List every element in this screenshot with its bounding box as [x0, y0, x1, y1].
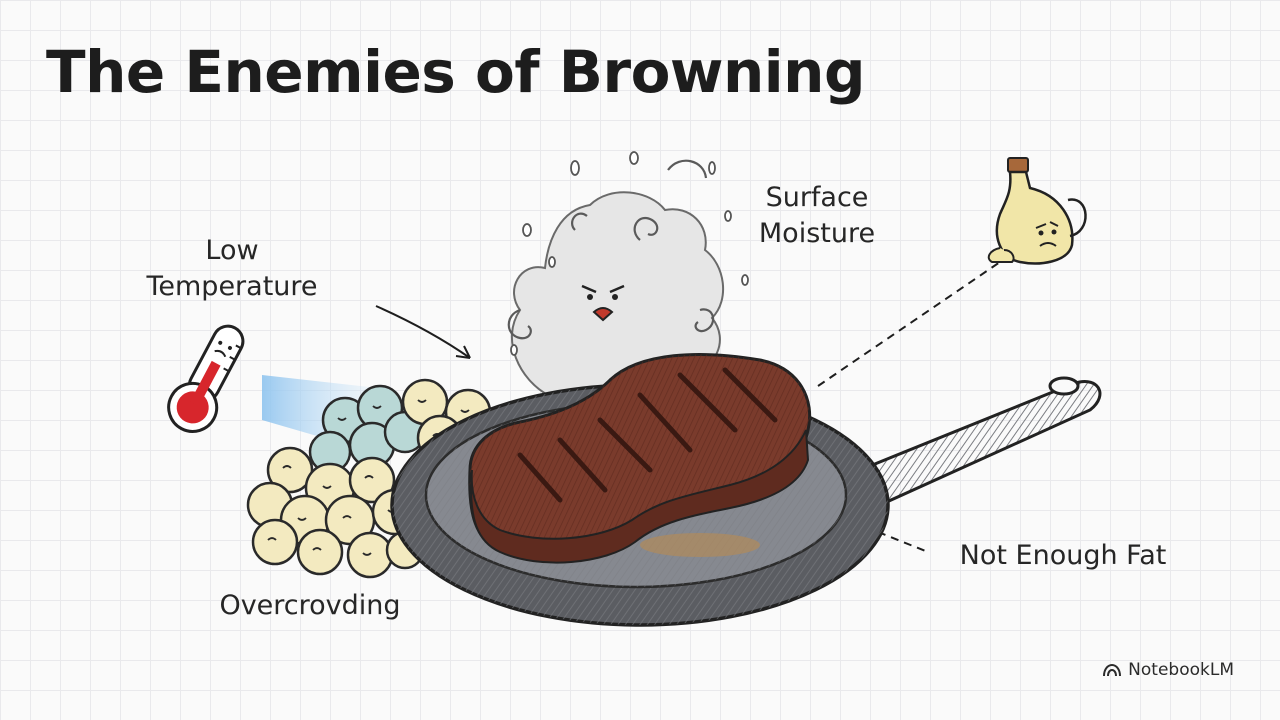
label-surface-moisture: Surface Moisture	[742, 180, 892, 252]
label-surface-moisture-line2: Moisture	[758, 218, 876, 249]
brand-watermark: NotebookLM	[1102, 660, 1234, 680]
thermometer-illustration	[167, 324, 245, 433]
oil-bottle-illustration	[987, 157, 1087, 265]
label-not-enough-fat: Not Enough Fat	[959, 540, 1167, 571]
slide-title: The Enemies of Browning	[46, 38, 866, 106]
fat-leader-line	[817, 261, 1001, 387]
notebooklm-logo-icon	[1103, 663, 1122, 677]
steam-cloud-illustration	[507, 151, 749, 401]
label-low-temperature-line2: Temperature	[146, 271, 318, 302]
low-temperature-arrow	[375, 305, 471, 359]
fat-label-leader	[877, 531, 929, 553]
steak-illustration	[468, 353, 812, 564]
label-overcrowding: Overcrovding	[219, 590, 401, 621]
label-low-temperature: Low Temperature	[132, 233, 332, 305]
crowded-food-illustration	[246, 378, 492, 579]
label-low-temperature-line1: Low	[205, 235, 259, 266]
label-surface-moisture-line1: Surface	[765, 182, 869, 213]
brand-name: NotebookLM	[1128, 660, 1234, 680]
